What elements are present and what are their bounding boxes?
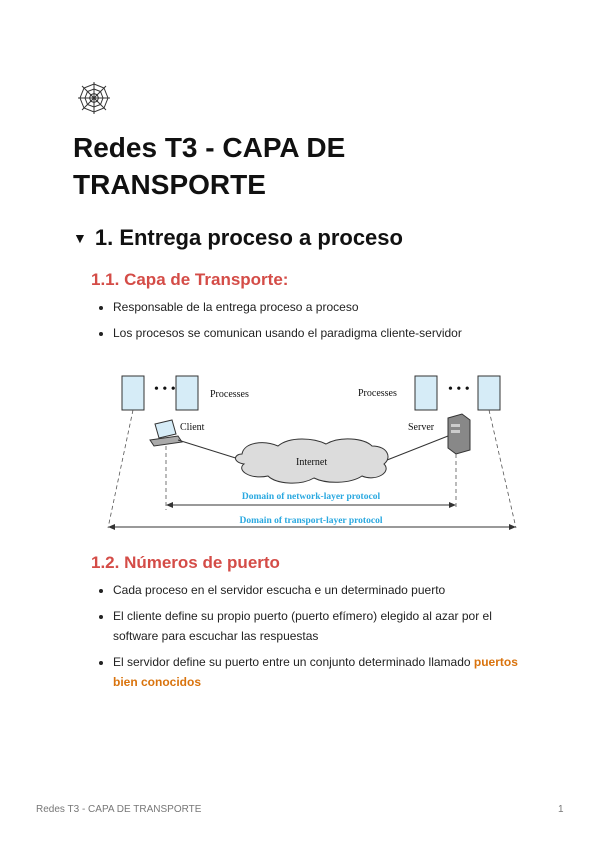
processes-right-label: Processes bbox=[358, 388, 397, 399]
processes-left-label: Processes bbox=[210, 389, 249, 400]
list-item: El cliente define su propio puerto (puer… bbox=[91, 606, 531, 646]
footer-title: Redes T3 - CAPA DE TRANSPORTE bbox=[36, 804, 202, 815]
right-process-boxes: • • • bbox=[414, 375, 501, 411]
page-title: Redes T3 - CAPA DE TRANSPORTE bbox=[73, 132, 346, 200]
svg-text:• • •: • • • bbox=[154, 382, 176, 397]
section-toggle-heading[interactable]: ▼ 1. Entrega proceso a proceso bbox=[73, 224, 403, 252]
page-number: 1 bbox=[558, 804, 564, 815]
svg-text:• • •: • • • bbox=[448, 382, 470, 397]
list-item: Responsable de la entrega proceso a proc… bbox=[91, 297, 531, 317]
internet-cloud bbox=[235, 438, 389, 484]
subheading-capa-transporte: 1.1. Capa de Transporte: bbox=[91, 270, 289, 289]
list-item-text: El servidor define su puerto entre un co… bbox=[113, 655, 474, 669]
bullet-list-puertos: Cada proceso en el servidor escucha e un… bbox=[91, 580, 531, 698]
network-domain-label: Domain of network-layer protocol bbox=[242, 492, 381, 502]
toggle-arrow-icon[interactable]: ▼ bbox=[73, 230, 87, 246]
server-icon bbox=[447, 413, 471, 455]
client-label: Client bbox=[180, 422, 205, 433]
list-item: Cada proceso en el servidor escucha e un… bbox=[91, 580, 531, 600]
transport-layer-diagram: • • • Processes • • • Processes Client S… bbox=[107, 375, 517, 530]
section-heading-label: 1. Entrega proceso a proceso bbox=[94, 225, 403, 250]
subheading-numeros-puerto: 1.2. Números de puerto bbox=[91, 553, 280, 572]
laptop-icon bbox=[149, 419, 183, 447]
transport-domain-label: Domain of transport-layer protocol bbox=[240, 516, 383, 526]
list-item: El servidor define su puerto entre un co… bbox=[91, 652, 531, 692]
left-process-boxes: • • • bbox=[121, 375, 199, 411]
spiderweb-icon bbox=[78, 82, 110, 114]
highlighted-term: puertos bien conocidos bbox=[113, 655, 518, 689]
bullet-list-transporte: Responsable de la entrega proceso a proc… bbox=[91, 297, 531, 349]
list-item: Los procesos se comunican usando el para… bbox=[91, 323, 531, 343]
internet-label: Internet bbox=[296, 457, 327, 468]
server-label: Server bbox=[408, 422, 435, 433]
